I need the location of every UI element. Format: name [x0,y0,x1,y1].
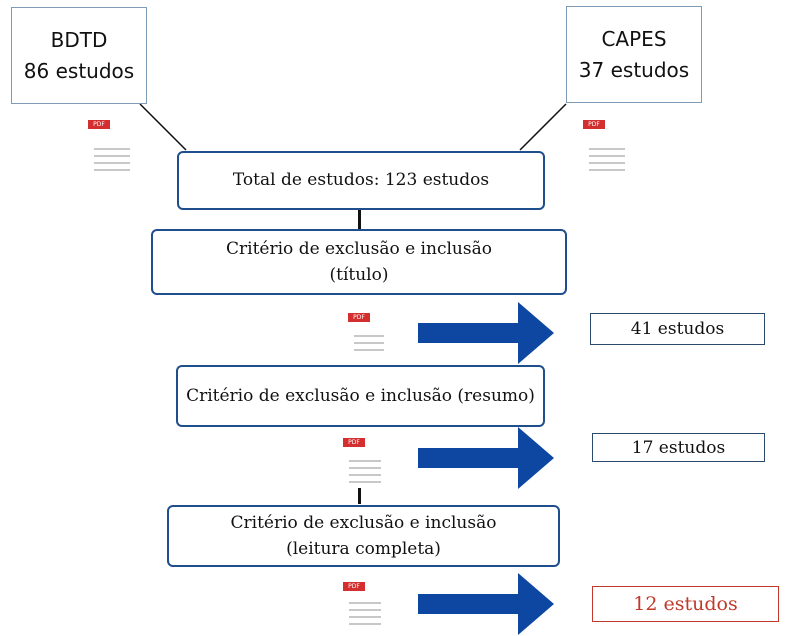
bdtd-source-box: BDTD 86 estudos [11,7,147,104]
full-reading-criteria-line1: Critério de exclusão e inclusão [230,512,497,533]
bdtd-name: BDTD [50,27,108,52]
total-studies-label: Total de estudos: 123 estudos [232,170,490,191]
full-reading-criteria-box: Critério de exclusão e inclusão (leitura… [167,505,560,567]
pdf-icon: PDF [343,582,381,636]
connector-line [358,488,361,504]
total-studies-box: Total de estudos: 123 estudos [177,151,545,210]
full-reading-criteria-line2: (leitura completa) [286,539,441,559]
abstract-criteria-label: Critério de exclusão e inclusão (resumo) [186,385,535,406]
pdf-icon: PDF [583,120,625,174]
arrow-right-icon [418,427,554,489]
title-result-box: 41 estudos [590,313,765,345]
final-result-label: 12 estudos [633,593,738,615]
title-criteria-line2: (título) [329,265,389,285]
title-result-label: 41 estudos [630,319,725,339]
pdf-icon: PDF [88,120,130,174]
capes-name: CAPES [601,26,667,51]
capes-source-box: CAPES 37 estudos [566,6,702,103]
bdtd-count: 86 estudos [23,58,135,83]
title-criteria-box: Critério de exclusão e inclusão (título) [151,229,567,295]
pdf-icon: PDF [343,438,381,492]
abstract-result-label: 17 estudos [631,437,726,458]
arrow-right-icon [418,573,554,635]
capes-count: 37 estudos [578,57,690,82]
arrow-right-icon [418,302,554,364]
title-criteria-line1: Critério de exclusão e inclusão [226,238,492,259]
pdf-icon: PDF [348,313,384,367]
final-result-box: 12 estudos [592,586,779,622]
abstract-criteria-box: Critério de exclusão e inclusão (resumo) [176,365,545,427]
abstract-result-box: 17 estudos [592,433,765,462]
bdtd-connector [139,103,187,151]
capes-connector [519,103,567,151]
connector-line [358,210,361,230]
